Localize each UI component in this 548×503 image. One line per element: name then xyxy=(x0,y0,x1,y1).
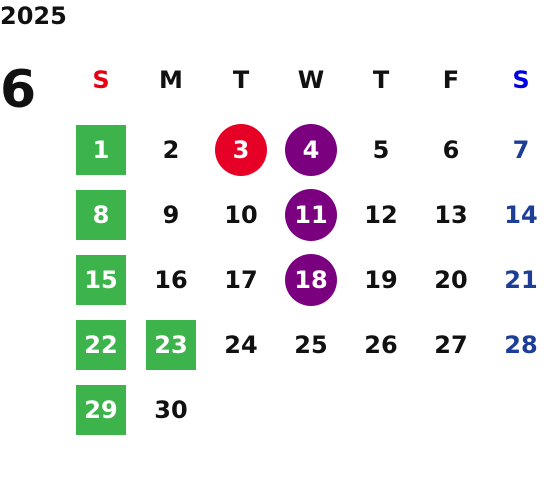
day-number: 13 xyxy=(434,201,468,229)
day-number: 3 xyxy=(215,124,267,176)
weekday-wednesday: W xyxy=(297,66,325,94)
week-row-3: 15 16 17 18 19 20 21 xyxy=(66,254,548,320)
day-number: 18 xyxy=(285,254,337,306)
day-number: 25 xyxy=(294,331,328,359)
day-cell: 25 xyxy=(276,320,346,370)
calendar-weeks: 1 2 3 4 5 6 7 8 9 10 11 12 13 14 15 16 1… xyxy=(66,124,548,450)
day-number: 23 xyxy=(146,320,196,370)
day-cell: 4 xyxy=(276,124,346,176)
day-number: 28 xyxy=(504,331,538,359)
day-cell: 12 xyxy=(346,190,416,240)
day-cell: 7 xyxy=(486,125,548,175)
day-cell: 1 xyxy=(66,125,136,175)
day-cell: 24 xyxy=(206,320,276,370)
day-number: 9 xyxy=(162,201,180,229)
day-cell xyxy=(486,385,548,435)
weekday-thursday: T xyxy=(372,66,390,94)
day-cell: 22 xyxy=(66,320,136,370)
day-cell xyxy=(276,385,346,435)
weekday-header-row: S M T W T F S xyxy=(66,55,548,105)
day-number: 6 xyxy=(442,136,460,164)
day-cell: 30 xyxy=(136,385,206,435)
day-number: 8 xyxy=(76,190,126,240)
day-cell: 11 xyxy=(276,189,346,241)
day-cell: 3 xyxy=(206,124,276,176)
day-cell: 16 xyxy=(136,255,206,305)
week-row-1: 1 2 3 4 5 6 7 xyxy=(66,124,548,190)
day-cell: 14 xyxy=(486,190,548,240)
day-cell: 8 xyxy=(66,190,136,240)
weekday-sunday: S xyxy=(92,66,110,94)
weekday-saturday: S xyxy=(512,66,530,94)
day-cell: 27 xyxy=(416,320,486,370)
day-cell: 19 xyxy=(346,255,416,305)
day-cell: 9 xyxy=(136,190,206,240)
day-number: 16 xyxy=(154,266,188,294)
day-number: 2 xyxy=(162,136,180,164)
day-number: 7 xyxy=(512,136,530,164)
calendar-year: 2025 xyxy=(0,2,67,30)
day-number: 26 xyxy=(364,331,398,359)
day-number: 21 xyxy=(504,266,538,294)
day-number: 17 xyxy=(224,266,258,294)
day-cell: 5 xyxy=(346,125,416,175)
day-cell: 21 xyxy=(486,255,548,305)
day-number: 4 xyxy=(285,124,337,176)
day-cell: 10 xyxy=(206,190,276,240)
day-cell: 15 xyxy=(66,255,136,305)
calendar-month: 6 xyxy=(0,60,37,120)
day-cell: 20 xyxy=(416,255,486,305)
week-row-5: 29 30 xyxy=(66,385,548,450)
week-row-2: 8 9 10 11 12 13 14 xyxy=(66,189,548,255)
day-number: 20 xyxy=(434,266,468,294)
day-number: 5 xyxy=(372,136,390,164)
day-number: 22 xyxy=(76,320,126,370)
day-cell: 23 xyxy=(136,320,206,370)
day-number: 24 xyxy=(224,331,258,359)
day-number: 11 xyxy=(285,189,337,241)
day-number: 19 xyxy=(364,266,398,294)
weekday-friday: F xyxy=(442,66,460,94)
day-cell: 17 xyxy=(206,255,276,305)
calendar-grid: S M T W T F S 1 2 3 4 5 6 7 8 9 10 11 12… xyxy=(66,55,548,450)
day-cell xyxy=(346,385,416,435)
weekday-monday: M xyxy=(159,66,183,94)
day-cell xyxy=(416,385,486,435)
day-number: 10 xyxy=(224,201,258,229)
day-number: 14 xyxy=(504,201,538,229)
day-cell: 28 xyxy=(486,320,548,370)
day-cell: 13 xyxy=(416,190,486,240)
week-row-4: 22 23 24 25 26 27 28 xyxy=(66,320,548,385)
day-number: 1 xyxy=(76,125,126,175)
day-number: 15 xyxy=(76,255,126,305)
day-cell: 18 xyxy=(276,254,346,306)
day-cell: 2 xyxy=(136,125,206,175)
day-number: 29 xyxy=(76,385,126,435)
day-cell xyxy=(206,385,276,435)
day-number: 27 xyxy=(434,331,468,359)
day-cell: 29 xyxy=(66,385,136,435)
day-number: 12 xyxy=(364,201,398,229)
weekday-tuesday: T xyxy=(232,66,250,94)
day-cell: 6 xyxy=(416,125,486,175)
day-cell: 26 xyxy=(346,320,416,370)
day-number: 30 xyxy=(154,396,188,424)
